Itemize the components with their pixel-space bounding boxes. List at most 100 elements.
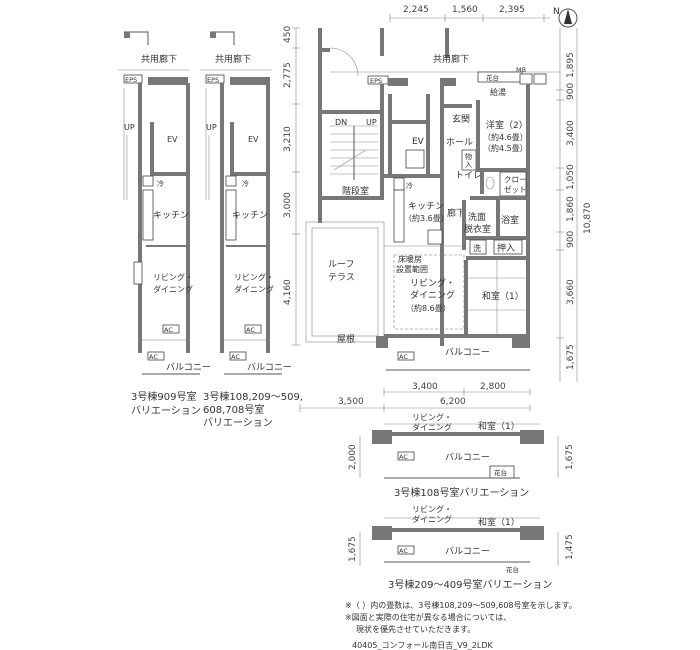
balcony-label: バルコニー	[445, 546, 490, 557]
living-size-label: （約8.6畳）	[406, 303, 451, 313]
dim-top-1: 2,245	[403, 5, 429, 15]
ev-label: EV	[412, 137, 425, 147]
dim-right-4: 1,050	[566, 164, 576, 190]
living-label-1: リビング・	[153, 272, 193, 282]
ac-label: AC	[246, 326, 255, 334]
right-dimensions: 1,895 900 3,400 1,050 1,860 900 3,660 1,…	[556, 28, 593, 382]
dim-209-right: 1,475	[565, 534, 575, 560]
variation-108-bottom-plan: リビング・ ダイニング 和室（1） AC バルコニー 花台 2,000 1,67…	[348, 412, 575, 499]
kitchen-label: キッチン	[232, 210, 268, 221]
stair-steps	[330, 125, 378, 180]
caption-108-3: バリエーション	[203, 417, 273, 429]
note-1: ※（ ）内の畳数は、3号棟108,209～509,608号室を示します。	[345, 600, 577, 610]
up-label: UP	[124, 123, 135, 132]
balcony-label: バルコニー	[166, 362, 211, 373]
western-room-size-1: （約4.6畳）	[483, 132, 528, 142]
balcony-label: バルコニー	[445, 347, 490, 358]
floor-heating-label-1: 床暖房	[398, 254, 422, 264]
notes: ※（ ）内の畳数は、3号棟108,209～509,608号室を示します。 ※図面…	[345, 600, 577, 650]
eps-label: EPS	[370, 77, 382, 85]
corridor-label: 共用廊下	[215, 53, 251, 65]
living-label-2: ダイニング	[412, 422, 452, 432]
fridge-label: 冷	[242, 179, 249, 188]
dim-left-3: 3,210	[283, 126, 293, 152]
caption-909-1: 3号棟909号室	[131, 390, 196, 403]
dim-bottom-1: 3,400	[412, 382, 438, 392]
ac-label: AC	[399, 453, 408, 461]
flower-bed-label: 花台	[494, 468, 507, 477]
variation-209-bottom-plan: リビング・ ダイニング 和室（1） AC バルコニー 花台 1,675 1,47…	[348, 504, 575, 591]
top-dimensions: 2,245 1,560 2,395	[389, 5, 550, 22]
fridge-label: 冷	[406, 181, 413, 190]
kitchen-label: キッチン	[408, 201, 444, 212]
dim-209-left: 1,675	[348, 536, 358, 562]
eps-label: EPS	[207, 76, 219, 84]
ac-label-2: AC	[149, 353, 158, 361]
file-code: 40405_コンフォール南日吉_V9_2LDK	[352, 640, 493, 650]
dim-right-3: 3,400	[566, 120, 576, 146]
fridge-label: 冷	[157, 179, 164, 188]
dim-right-6: 900	[566, 231, 576, 248]
dim-left-5: 4,160	[283, 279, 293, 305]
ev-label: EV	[167, 135, 178, 144]
japanese-room-label: 和室（1）	[482, 290, 524, 302]
corridor-label: 共用廊下	[141, 53, 177, 65]
dim-top-3: 2,395	[499, 5, 525, 15]
dim-left-2: 2,775	[283, 62, 293, 88]
roof-terrace-label-2: テラス	[328, 272, 355, 283]
flower-bed-label: 花台	[506, 565, 519, 574]
dn-label: DN	[335, 118, 347, 127]
dim-right-8: 1,675	[566, 344, 576, 370]
dim-bottom-4: 6,200	[440, 397, 466, 407]
living-label-1: リビング・	[410, 277, 455, 289]
flower-bed-label: 花台	[486, 73, 499, 82]
wash-label: 洗	[473, 243, 481, 253]
bottom-dimensions: 3,400 2,800 3,500 6,200	[299, 382, 531, 412]
up-label: UP	[366, 118, 377, 127]
mb-label: MB	[516, 66, 526, 74]
main-plan: 共用廊下 EPS 花台 MB 給湯 DN UP 階段室	[305, 28, 560, 371]
closet-label-1: クロー	[504, 175, 527, 184]
living-label-2: ダイニング	[153, 284, 193, 294]
kitchen-size-label: （約3.6畳）	[404, 213, 449, 223]
stairwell-label: 階段室	[342, 185, 369, 197]
dim-top-2: 1,560	[452, 5, 478, 15]
caption-108-2: 608,708号室	[203, 403, 264, 416]
north-arrow-icon	[564, 9, 572, 24]
western-room-label: 洋室（2）	[486, 119, 528, 131]
ac-label: AC	[399, 547, 408, 555]
kitchen-label: キッチン	[153, 210, 189, 221]
left-dimensions: 450 2,775 3,210 3,000 4,160	[283, 26, 300, 346]
ac-label: AC	[164, 326, 173, 334]
japanese-room-label: 和室（1）	[478, 516, 520, 528]
living-label-1: リビング・	[412, 412, 452, 422]
storage-label-2: 入	[465, 161, 472, 169]
note-2: ※図面と実際の住宅が異なる場合については、	[345, 612, 511, 622]
hall-label: ホール	[446, 137, 473, 148]
living-label-2: ダイニング	[412, 514, 452, 524]
caption-909-2: バリエーション	[131, 405, 201, 417]
caption-108-1: 3号棟108,209～509,	[203, 390, 303, 403]
bath-label: 浴室	[501, 214, 519, 226]
dim-108-left: 2,000	[348, 444, 358, 470]
dim-bottom-2: 2,800	[480, 382, 506, 392]
water-heater-label: 給湯	[490, 87, 506, 97]
dim-right-2: 900	[566, 83, 576, 100]
caption-209-bottom: 3号棟209～409号室バリエーション	[388, 578, 552, 591]
eps-label: EPS	[125, 76, 137, 84]
north-label: N	[553, 7, 560, 17]
toilet-label: トイレ	[455, 171, 482, 181]
living-label-1: リビング・	[412, 504, 452, 514]
corridor-label-inner: 廊下	[447, 207, 465, 219]
dim-right-5: 1,860	[566, 196, 576, 222]
dim-left-4: 3,000	[283, 192, 293, 218]
washroom-label-2: 脱衣室	[464, 223, 491, 235]
western-room-size-2: （約4.5畳）	[483, 143, 528, 153]
compass: N	[553, 7, 578, 28]
dim-left-1: 450	[283, 26, 293, 43]
balcony-label: バルコニー	[445, 452, 490, 463]
closet-label-2: ゼット	[504, 184, 527, 194]
entrance-label: 玄関	[452, 113, 470, 125]
living-label-2: ダイニング	[410, 289, 455, 301]
